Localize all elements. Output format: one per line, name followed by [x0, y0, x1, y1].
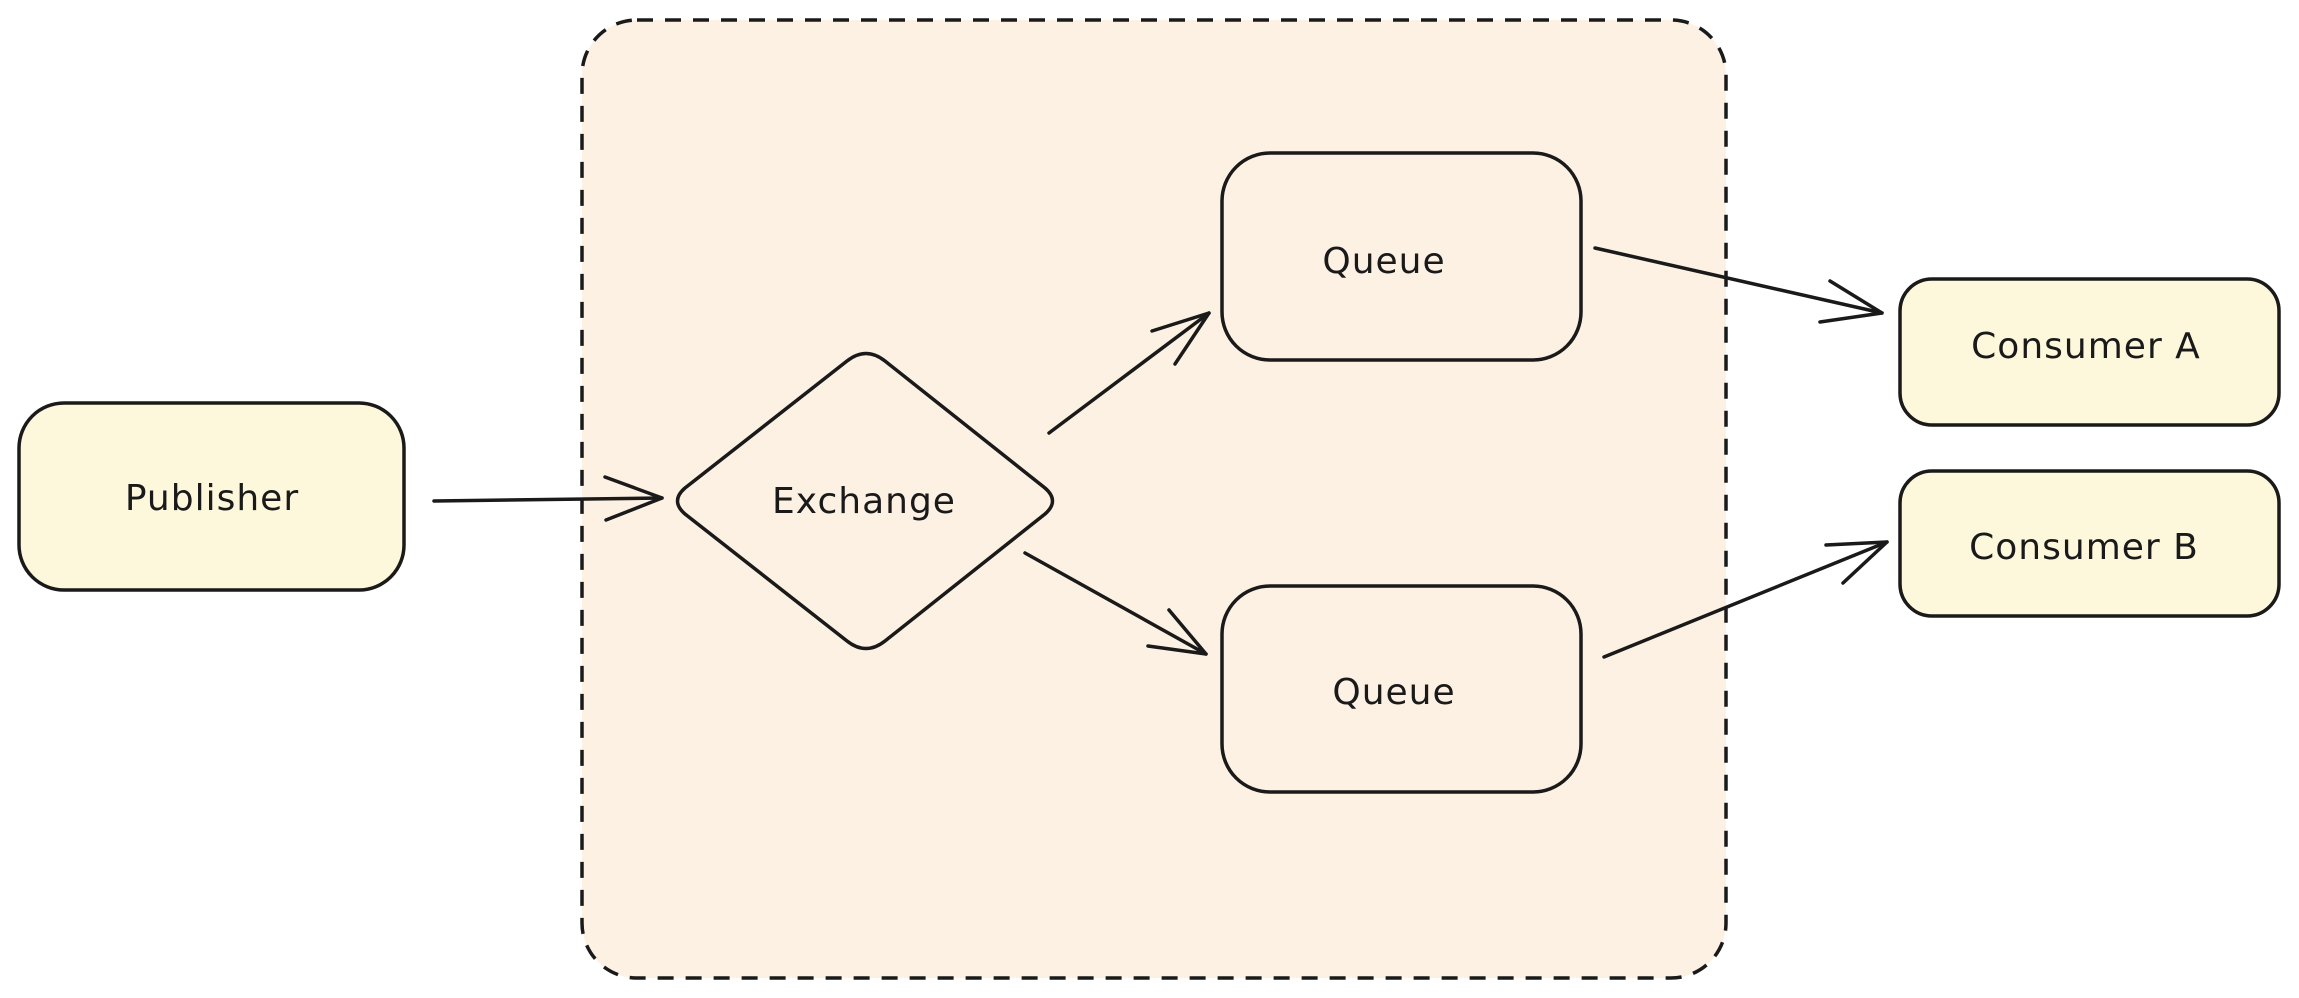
publisher-node[interactable]: Publisher	[17, 401, 406, 592]
queue-top-box	[1220, 151, 1583, 362]
queue-top-label: Queue	[1322, 241, 1445, 282]
consumer-b-label: Consumer B	[1969, 527, 2199, 568]
publisher-label: Publisher	[125, 478, 299, 519]
edge-queue-top-to-consumer-a	[1593, 246, 1884, 324]
consumer-a-box	[1898, 277, 2281, 427]
consumer-a-label: Consumer A	[1971, 326, 2201, 367]
queue-bottom-label: Queue	[1332, 672, 1455, 713]
consumer-b-node[interactable]: Consumer B	[1898, 469, 2281, 618]
exchange-label: Exchange	[772, 481, 956, 522]
consumer-b-box	[1898, 469, 2281, 618]
queue-bottom-box	[1220, 584, 1583, 794]
edge-queue-bottom-to-consumer-b	[1602, 540, 1889, 659]
edge-exchange-to-queue-top	[1047, 311, 1211, 435]
consumer-a-node[interactable]: Consumer A	[1898, 277, 2281, 427]
edge-exchange-to-queue-bottom	[1023, 551, 1208, 656]
edge-publisher-to-exchange	[432, 475, 664, 522]
exchange-diamond	[675, 351, 1055, 651]
queue-bottom-node[interactable]: Queue	[1220, 584, 1583, 794]
publisher-box	[17, 401, 406, 592]
exchange-node[interactable]: Exchange	[675, 351, 1055, 651]
queue-top-node[interactable]: Queue	[1220, 151, 1583, 362]
